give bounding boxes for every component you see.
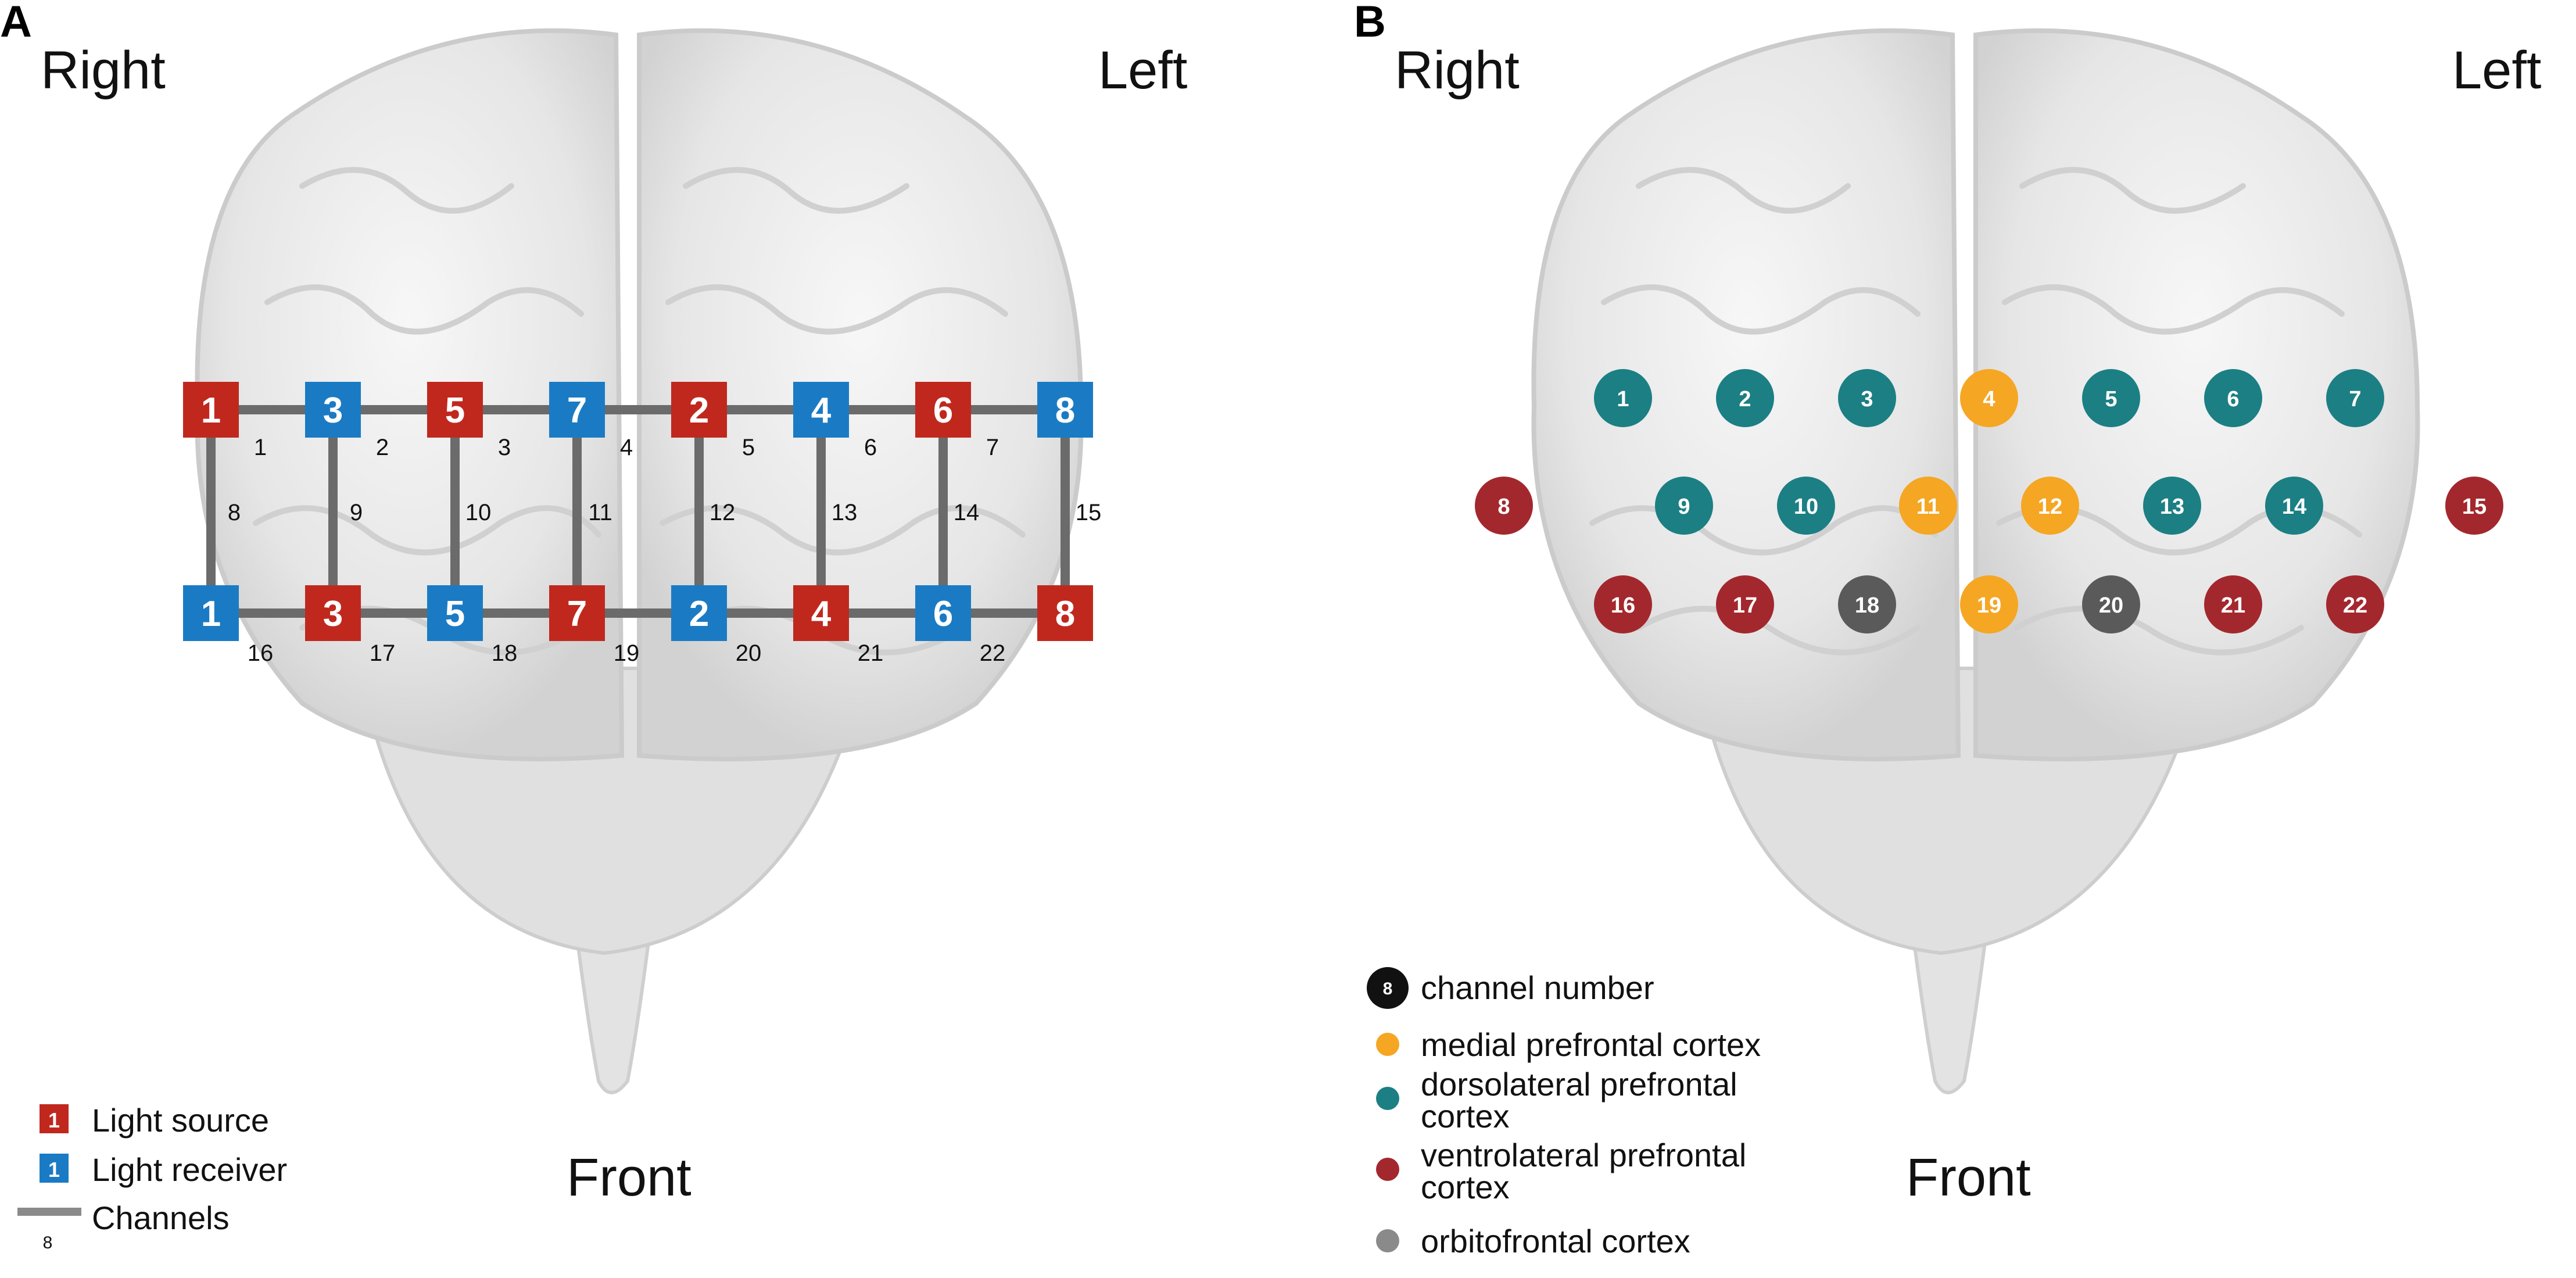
orientation-front-label: Front <box>1906 1148 2031 1207</box>
legend-vlpfc-label-line1: ventrolateral prefrontal <box>1421 1137 1747 1173</box>
panel-letter: A <box>0 0 32 46</box>
legend-channel-label: channel number <box>1421 969 1654 1006</box>
orientation-front-label: Front <box>567 1148 692 1207</box>
panel-letter: B <box>1354 0 1386 46</box>
legend-mpfc-label: medial prefrontal cortex <box>1421 1026 1761 1063</box>
legend-source-label: Light source <box>92 1102 270 1139</box>
legend-dlpfc-label-line1: dorsolateral prefrontal <box>1421 1066 1737 1102</box>
legend-receiver-label: Light receiver <box>92 1151 288 1188</box>
legend-vlpfc-label-line2: cortex <box>1421 1169 1510 1205</box>
legend-dlpfc-label-line2: cortex <box>1421 1098 1510 1134</box>
orientation-right-label: Right <box>41 41 166 100</box>
legend-ofc-label: orbitofrontal cortex <box>1421 1223 1690 1259</box>
brain-illustration-a <box>195 28 1084 1094</box>
orientation-right-label: Right <box>1395 41 1520 100</box>
orientation-left-label: Left <box>2452 41 2542 100</box>
legend-channel-label: Channels <box>92 1200 230 1236</box>
orientation-left-label: Left <box>1098 41 1188 100</box>
